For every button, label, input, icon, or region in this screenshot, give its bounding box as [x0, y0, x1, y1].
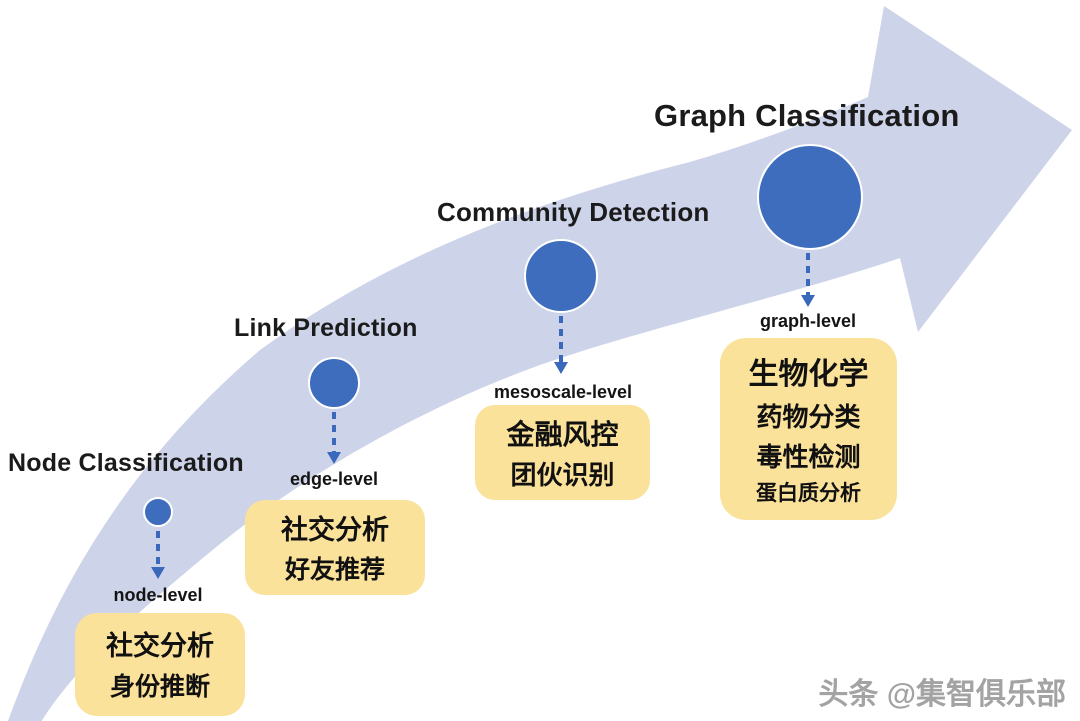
arrow-down-icon [801, 295, 815, 307]
box-line: 毒性检测 [756, 442, 861, 472]
box-line: 药物分类 [756, 402, 861, 432]
example-box-edge: 社交分析 好友推荐 [245, 500, 425, 595]
box-line: 蛋白质分析 [756, 482, 861, 505]
node-level-circle [143, 497, 173, 527]
dashed-connector [156, 531, 160, 567]
example-box-graph: 生物化学 药物分类 毒性检测 蛋白质分析 [720, 338, 897, 520]
level-label-node: node-level [113, 585, 203, 605]
box-line: 好友推荐 [284, 556, 385, 584]
edge-level-circle [308, 357, 360, 409]
box-line: 金融风控 [506, 419, 619, 450]
box-line: 社交分析 [106, 631, 214, 661]
watermark-text: 头条 @集智俱乐部 [818, 678, 1066, 711]
level-label-edge: edge-level [289, 469, 379, 489]
dashed-connector [806, 253, 810, 295]
dashed-connector [559, 316, 563, 362]
dashed-connector [332, 412, 336, 452]
stage-title-community-detection: Community Detection [437, 197, 710, 227]
example-box-node: 社交分析 身份推断 [75, 613, 245, 716]
level-label-graph: graph-level [759, 311, 857, 331]
level-label-mesoscale: mesoscale-level [493, 382, 633, 402]
arrow-down-icon [151, 567, 165, 579]
arrow-down-icon [554, 362, 568, 374]
box-line: 团伙识别 [510, 460, 615, 490]
stage-title-graph-classification: Graph Classification [654, 98, 960, 133]
box-line: 生物化学 [748, 358, 869, 391]
stage-title-link-prediction: Link Prediction [234, 314, 418, 342]
mesoscale-level-circle [524, 239, 598, 313]
box-line: 社交分析 [281, 515, 389, 545]
example-box-mesoscale: 金融风控 团伙识别 [475, 405, 650, 500]
arrow-down-icon [327, 452, 341, 464]
stage-title-node-classification: Node Classification [8, 449, 244, 477]
box-line: 身份推断 [109, 673, 210, 701]
graph-level-circle [757, 144, 863, 250]
